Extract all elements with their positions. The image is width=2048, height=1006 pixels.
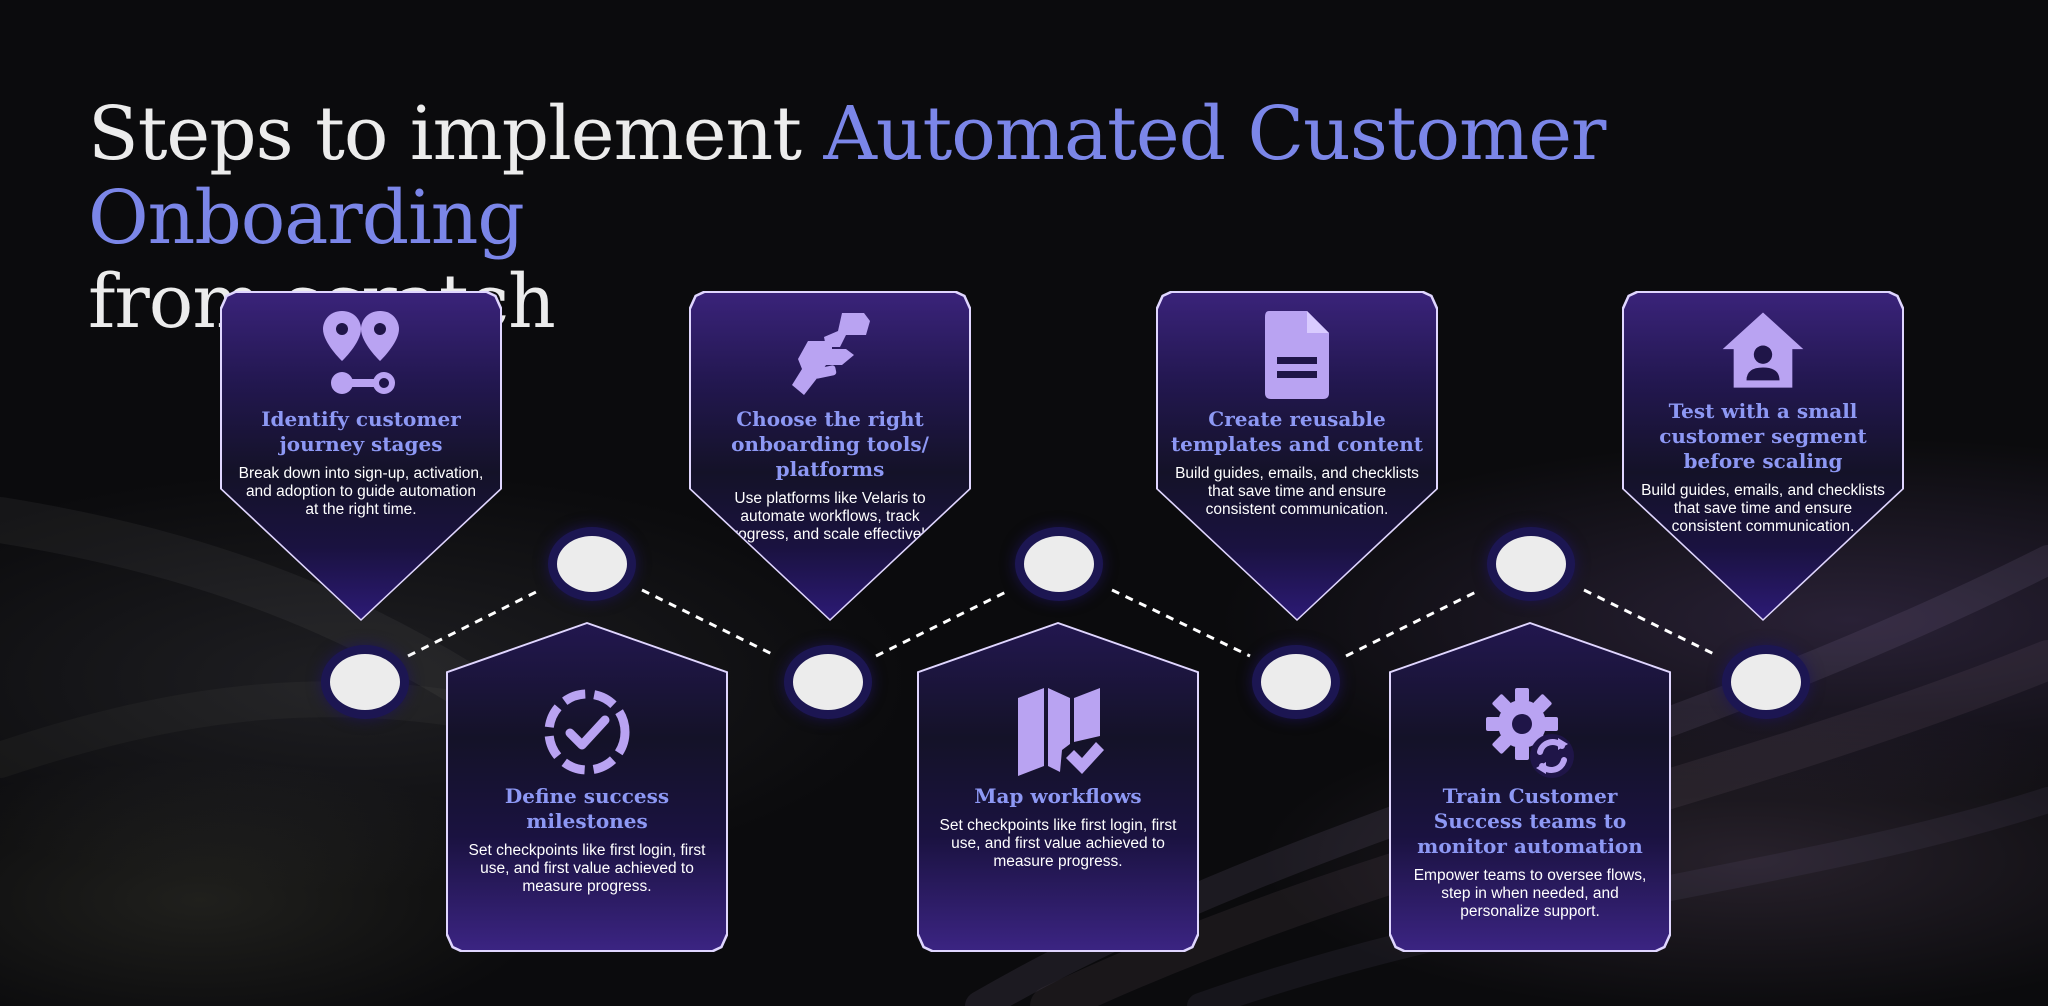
step-description: Build guides, emails, and checklists tha…: [1641, 482, 1885, 535]
step-description: Use platforms like Velaris to automate w…: [724, 490, 936, 543]
step-title: Create reusable templates and content: [1170, 407, 1424, 456]
step-description: Build guides, emails, and checklists tha…: [1175, 465, 1419, 518]
map-check-icon: [1018, 688, 1104, 776]
step-description: Break down into sign-up, activation, and…: [238, 465, 484, 518]
house-user-icon: [1722, 312, 1804, 388]
timeline-node-2: [548, 527, 636, 601]
gear-sync-icon: [1486, 688, 1574, 778]
step-title: Define success milestones: [504, 784, 670, 833]
step-title: Identify customer journey stages: [261, 407, 461, 456]
step-description: Empower teams to oversee flows, step in …: [1413, 867, 1647, 920]
handshake-tool-icon: [792, 313, 870, 395]
timeline-node-6: [1487, 527, 1575, 601]
timeline-node-1: [321, 645, 409, 719]
document-icon: [1265, 311, 1329, 399]
step-title: Train Customer Success teams to monitor …: [1417, 784, 1643, 858]
timeline-node-3: [784, 645, 872, 719]
step-title: Map workflows: [974, 784, 1142, 808]
step-description: Set checkpoints like first login, first …: [468, 842, 706, 895]
step-card-4: Map workflows Set checkpoints like first…: [917, 622, 1199, 952]
map-pins-route-icon: [323, 311, 399, 394]
title-prefix: Steps to implement: [88, 91, 824, 177]
timeline-node-5: [1252, 645, 1340, 719]
step-description: Set checkpoints like first login, first …: [939, 817, 1177, 870]
step-title: Test with a small customer segment befor…: [1659, 399, 1867, 473]
timeline-node-7: [1722, 645, 1810, 719]
step-card-6: Train Customer Success teams to monitor …: [1389, 622, 1671, 952]
circle-check-icon: [544, 689, 630, 775]
timeline-node-4: [1015, 527, 1103, 601]
step-title: Choose the right onboarding tools/ platf…: [731, 407, 929, 481]
title-highlight: Automated Customer Onboarding: [88, 91, 1606, 261]
step-card-2: Define success milestones Set checkpoint…: [446, 622, 728, 952]
